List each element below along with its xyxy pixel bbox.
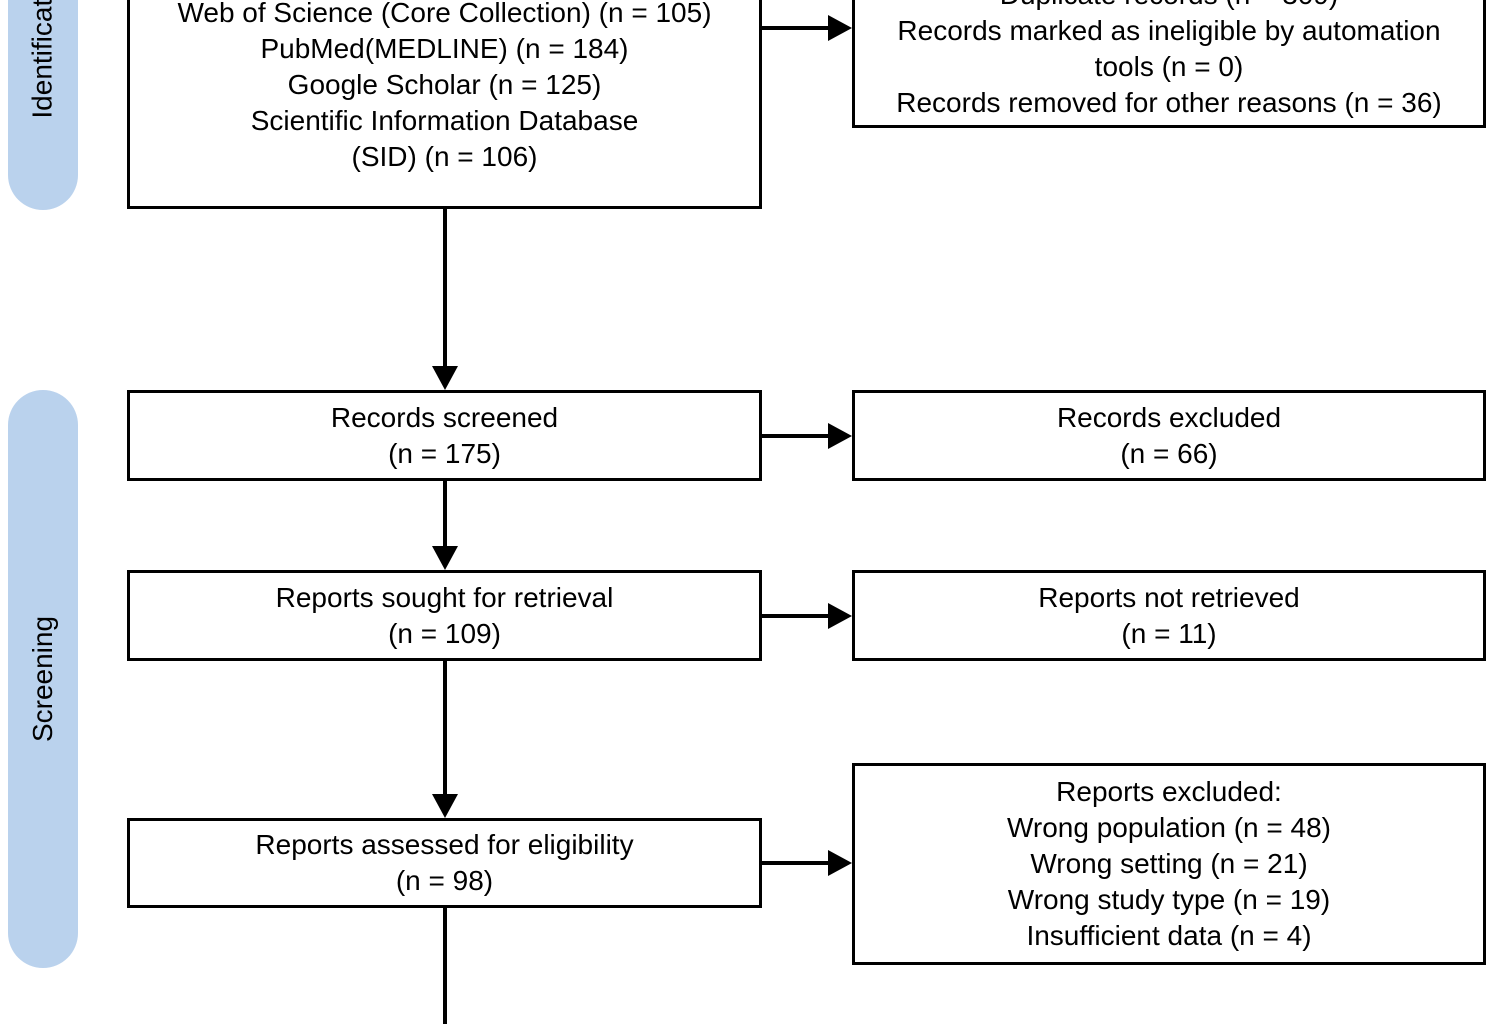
arrowhead-down-icon <box>432 794 458 818</box>
box-line: Reports excluded: <box>1056 776 1282 807</box>
stage-label-screening: Screening <box>27 615 58 743</box>
arrow-screened-to-sought <box>443 480 447 547</box>
box-line: Scientific Information Database <box>250 105 639 136</box>
box-line: Duplicate records (n = 309) <box>855 0 1483 13</box>
reports-sought-box: Reports sought for retrieval (n = 109) <box>127 570 762 661</box>
box-line: Insufficient data (n = 4) <box>1026 920 1312 951</box>
arrowhead-down-icon <box>432 366 458 390</box>
records-removed-box-text: Duplicate records (n = 309) Records mark… <box>855 0 1483 121</box>
records-screened-box: Records screened (n = 175) <box>127 390 762 481</box>
box-line: Wrong population (n = 48) <box>1006 812 1332 843</box>
stage-label-identification: Identification <box>27 0 58 119</box>
arrow-sources-to-screened <box>443 209 447 367</box>
box-line: Records removed for other reasons (n = 3… <box>896 87 1442 118</box>
stage-pill-screening: Screening <box>8 390 78 968</box>
arrowhead-right-icon <box>828 423 852 449</box>
records-excluded-box: Records excluded (n = 66) <box>852 390 1486 481</box>
box-line: Reports not retrieved <box>1038 581 1300 613</box>
box-line: (n = 11) <box>1121 617 1217 649</box>
arrow-assessed-down-cutoff <box>443 908 447 1024</box>
sources-box: Web of Science (Core Collection) (n = 10… <box>127 0 762 209</box>
box-line: (n = 66) <box>1120 437 1218 469</box>
stage-pill-identification: Identification <box>8 0 78 210</box>
box-line: PubMed(MEDLINE) (n = 184) <box>260 33 629 64</box>
arrowhead-down-icon <box>432 546 458 570</box>
reports-excluded-box: Reports excluded: Wrong population (n = … <box>852 763 1486 965</box>
box-line: Records excluded <box>1056 401 1282 433</box>
box-line: Wrong study type (n = 19) <box>1007 884 1331 915</box>
box-line: Google Scholar (n = 125) <box>287 69 602 100</box>
box-line: (n = 109) <box>388 617 501 649</box>
box-line: (n = 98) <box>395 865 494 896</box>
arrowhead-right-icon <box>828 603 852 629</box>
box-line: Wrong setting (n = 21) <box>1030 848 1308 879</box>
box-line: Records screened <box>330 401 559 433</box>
reports-assessed-box: Reports assessed for eligibility (n = 98… <box>127 818 762 908</box>
arrowhead-right-icon <box>828 15 852 41</box>
box-line: Reports assessed for eligibility <box>255 829 634 860</box>
box-line: Records marked as ineligible by automati… <box>897 15 1441 46</box>
arrow-sources-to-removed <box>762 26 829 30</box>
box-line: tools (n = 0) <box>1094 51 1244 82</box>
records-removed-box: Duplicate records (n = 309) Records mark… <box>852 0 1486 128</box>
sources-box-text: Web of Science (Core Collection) (n = 10… <box>130 0 759 175</box>
box-line: (n = 175) <box>388 437 501 469</box>
box-line: Web of Science (Core Collection) (n = 10… <box>177 0 712 28</box>
reports-not-retrieved-box: Reports not retrieved (n = 11) <box>852 570 1486 661</box>
arrow-sought-to-notretrieved <box>762 614 829 618</box>
arrowhead-right-icon <box>828 850 852 876</box>
box-line: Reports sought for retrieval <box>275 581 614 613</box>
arrow-assessed-to-reportsexcluded <box>762 861 829 865</box>
arrow-sought-to-assessed <box>443 661 447 795</box>
box-line: (SID) (n = 106) <box>351 141 538 172</box>
arrow-screened-to-excluded <box>762 434 829 438</box>
